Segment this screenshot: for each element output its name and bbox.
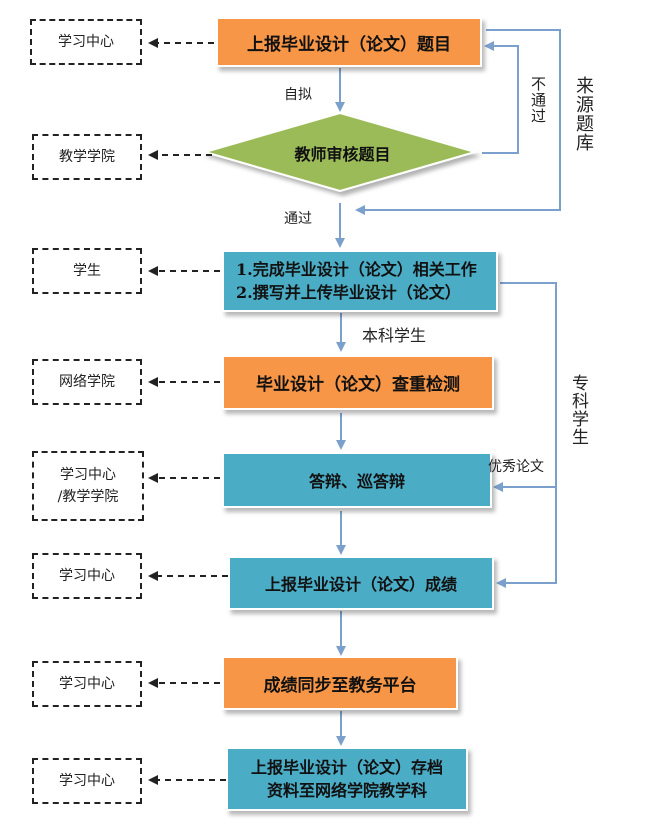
actor-study-center-7-label: 学习中心 <box>59 676 115 692</box>
actor-study-center-6-label: 学习中心 <box>59 568 115 584</box>
actor-combined-line2: /教学学院 <box>57 489 119 505</box>
actor-study-center-6: 学习中心 <box>32 553 142 599</box>
label-not-passed-text: 不通过 <box>529 76 547 124</box>
label-self-proposed-text: 自拟 <box>284 87 312 103</box>
actor-study-center-1: 学习中心 <box>30 19 142 65</box>
label-question-bank-text: 来源题库 <box>573 76 594 152</box>
arrow-not-passed-loop <box>482 41 519 154</box>
step-archive-line1: 上报毕业设计（论文）存档 <box>250 758 443 777</box>
actor-study-center-7: 学习中心 <box>32 661 142 707</box>
label-passed-text: 通过 <box>284 211 312 227</box>
review-diamond-shape <box>201 111 479 193</box>
actor-teaching-college-label: 教学学院 <box>59 149 115 165</box>
step-teacher-review: 教师审核题目 <box>210 141 475 165</box>
actor-online-college-label: 网络学院 <box>59 374 115 390</box>
step-plagiarism-check: 毕业设计（论文）查重检测 <box>222 355 494 410</box>
label-junior-college-text: 专科学生 <box>568 374 588 446</box>
step-teacher-review-label: 教师审核题目 <box>294 145 391 164</box>
label-undergrad: 本科学生 <box>362 322 426 346</box>
label-self-proposed: 自拟 <box>284 84 312 104</box>
actor-student-label: 学生 <box>73 263 101 279</box>
step-sync-grades-label: 成绩同步至教务平台 <box>263 675 417 696</box>
step-report-topic-label: 上报毕业设计（论文）题目 <box>247 34 451 55</box>
label-excellent-thesis: 优秀论文 <box>488 456 544 476</box>
step-complete-work-line1: 1.完成毕业设计（论文）相关工作 <box>236 260 477 279</box>
actor-study-center-8: 学习中心 <box>32 758 142 804</box>
actor-combined-line1: 学习中心 <box>60 467 116 483</box>
label-not-passed: 不通过 <box>528 76 549 124</box>
step-complete-work-line2: 2.撰写并上传毕业设计（论文） <box>236 283 461 302</box>
actor-teaching-college: 教学学院 <box>32 134 142 180</box>
arrow-junior-college <box>496 282 557 588</box>
actor-study-center-8-label: 学习中心 <box>59 773 115 789</box>
actor-online-college: 网络学院 <box>32 359 142 405</box>
label-passed: 通过 <box>284 208 312 228</box>
step-report-topic: 上报毕业设计（论文）题目 <box>216 17 482 67</box>
step-archive-line2: 资料至网络学院教学科 <box>266 781 427 800</box>
step-defense-label: 答辩、巡答辩 <box>308 472 405 491</box>
step-report-grades: 上报毕业设计（论文）成绩 <box>228 556 494 610</box>
actor-study-center-teaching-college: 学习中心 /教学学院 <box>32 451 144 521</box>
step-plagiarism-check-label: 毕业设计（论文）查重检测 <box>256 375 460 395</box>
label-excellent-thesis-text: 优秀论文 <box>488 459 544 475</box>
actor-student: 学生 <box>32 248 142 294</box>
step-defense: 答辩、巡答辩 <box>222 452 492 508</box>
step-archive-materials: 上报毕业设计（论文）存档 资料至网络学院教学科 <box>226 747 468 811</box>
label-question-bank: 来源题库 <box>570 76 596 152</box>
actor-study-center-1-label: 学习中心 <box>58 34 114 50</box>
step-report-grades-label: 上报毕业设计（论文）成绩 <box>264 575 457 594</box>
label-junior-college: 专科学生 <box>566 374 591 446</box>
label-undergrad-text: 本科学生 <box>362 326 427 345</box>
step-complete-work: 1.完成毕业设计（论文）相关工作 2.撰写并上传毕业设计（论文） <box>222 250 498 312</box>
arrow-question-bank <box>355 29 561 215</box>
step-sync-grades: 成绩同步至教务平台 <box>222 656 458 710</box>
